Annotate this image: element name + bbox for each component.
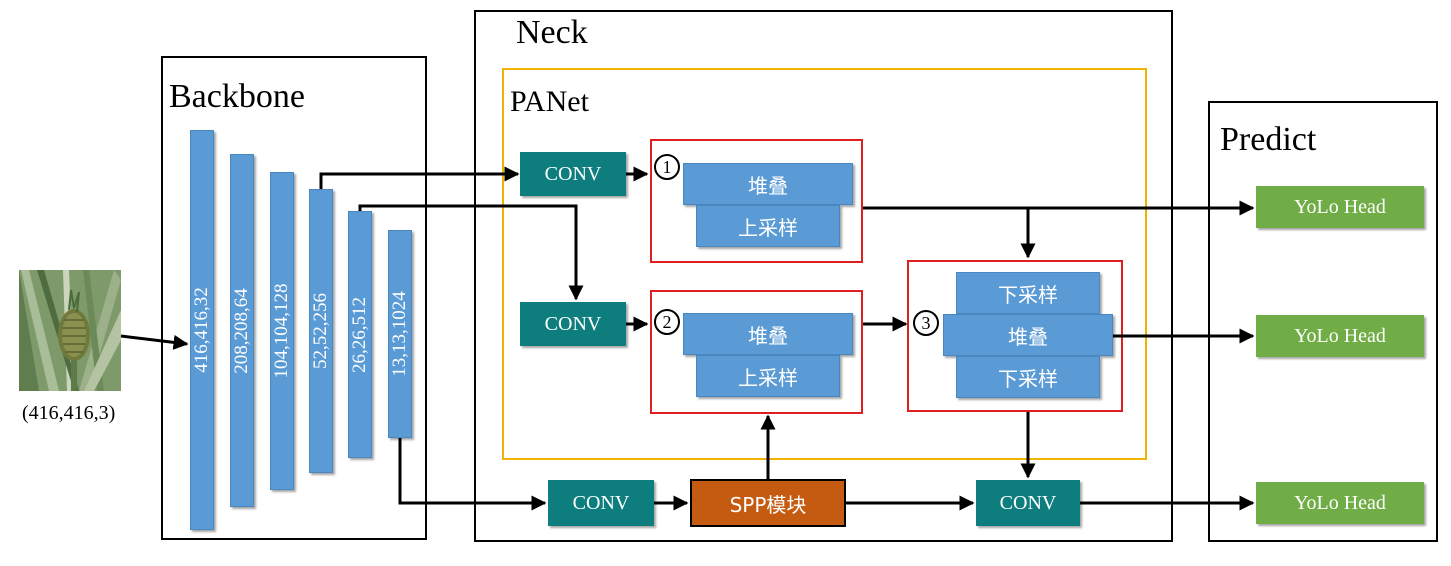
arrow-layer5-to-conv2 <box>358 204 584 301</box>
yolo-head-1: YoLo Head <box>1256 186 1424 228</box>
backbone-title: Backbone <box>169 78 305 115</box>
predict-title: Predict <box>1220 121 1317 158</box>
backbone-layer-3: 104,104,128 <box>270 172 294 490</box>
block-3-number: 3 <box>913 310 939 336</box>
input-size-label: (416,416,3) <box>22 402 116 424</box>
neck-title: Neck <box>516 14 588 51</box>
conv-2: CONV <box>520 302 626 346</box>
block-2-stack: 堆叠 <box>683 313 853 355</box>
predict-frame <box>1208 101 1438 542</box>
block-1-stack: 堆叠 <box>683 163 853 205</box>
block-1-frame <box>650 139 863 263</box>
block-3-downsample-bottom: 下采样 <box>956 356 1100 398</box>
block-2-upsample: 上采样 <box>696 355 840 397</box>
input-image <box>19 270 121 391</box>
conv-3: CONV <box>548 480 654 526</box>
panet-title: PANet <box>510 85 589 118</box>
neck-frame <box>474 10 1173 542</box>
arrow-layer4-to-conv1 <box>319 166 520 189</box>
arrow-layer6-to-conv3 <box>398 438 547 511</box>
backbone-frame <box>161 56 427 540</box>
conv-4: CONV <box>976 480 1080 526</box>
pineapple-image <box>19 270 121 391</box>
block-1-upsample: 上采样 <box>696 205 840 247</box>
arrow-input-to-backbone <box>120 334 189 350</box>
block-1-number: 1 <box>654 154 680 180</box>
block-3-downsample-top: 下采样 <box>956 272 1100 314</box>
conv-1: CONV <box>520 152 626 196</box>
yolo-head-2: YoLo Head <box>1256 315 1424 357</box>
block-2-number: 2 <box>654 309 680 335</box>
spp-module: SPP模块 <box>690 479 846 527</box>
yolo-head-3: YoLo Head <box>1256 482 1424 524</box>
backbone-layer-5: 26,26,512 <box>348 211 372 458</box>
block-2-frame <box>650 290 863 414</box>
backbone-layer-4: 52,52,256 <box>309 189 333 473</box>
block-3-stack: 堆叠 <box>943 314 1113 356</box>
backbone-layer-2: 208,208,64 <box>230 154 254 507</box>
backbone-layer-1: 416,416,32 <box>190 130 214 530</box>
panet-frame <box>502 68 1147 460</box>
backbone-layer-6: 13,13,1024 <box>388 230 412 438</box>
